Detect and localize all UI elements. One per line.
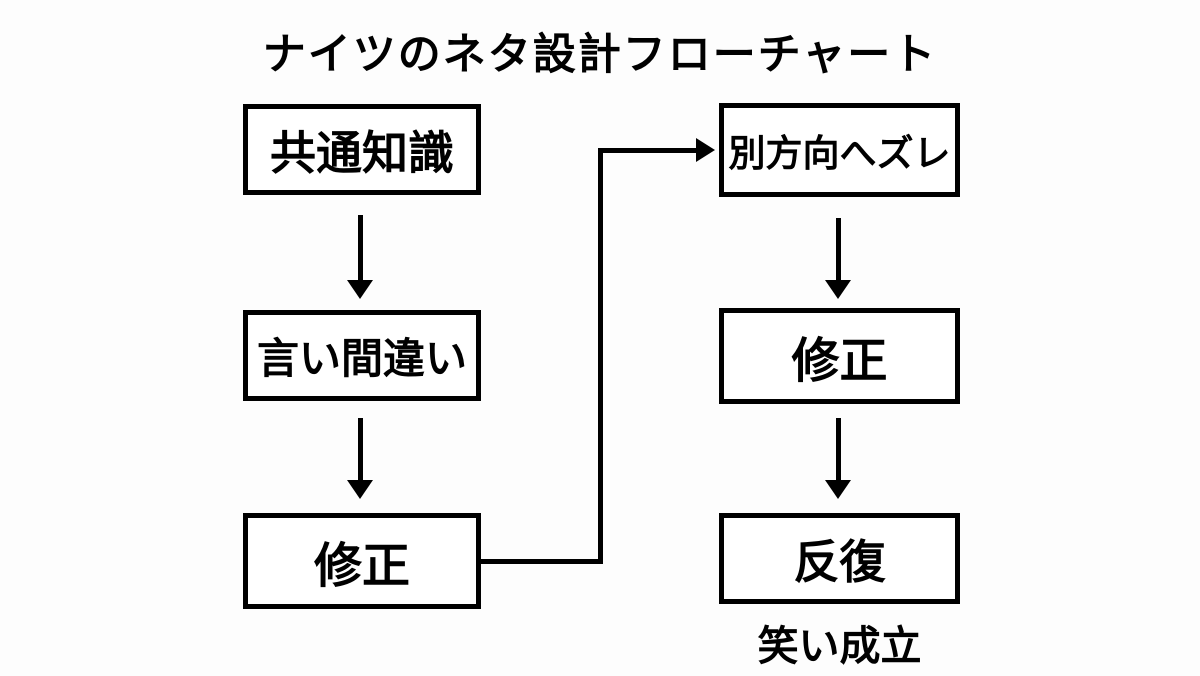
node-label-correction-right: 修正 (791, 335, 888, 388)
arrow-misstatement-to-correction-shaft (358, 418, 363, 482)
flow-node-shift-to-other-direction: 別方向へズレ (719, 103, 960, 197)
flow-node-misstatement: 言い間違い (243, 310, 481, 401)
arrow-shift-to-correction-shaft (836, 218, 841, 282)
flow-node-repetition: 反復 (719, 513, 960, 604)
arrow-correction-to-repetition-head-icon (825, 480, 851, 499)
elbow-connector-vertical-segment (598, 148, 603, 564)
arrow-correction-to-repetition-shaft (836, 418, 841, 482)
node-label-shift-to-other-direction: 別方向へズレ (728, 134, 951, 175)
flow-node-correction-left: 修正 (243, 513, 481, 609)
flow-node-common-knowledge: 共通知識 (243, 104, 481, 195)
elbow-connector-top-segment (598, 148, 698, 153)
flowchart-caption: 笑い成立 (757, 623, 922, 669)
elbow-connector-bottom-segment (476, 559, 603, 564)
node-label-common-knowledge: 共通知識 (270, 127, 454, 179)
arrow-misstatement-to-correction-head-icon (347, 480, 373, 499)
flowchart-title: ナイツのネタ設計フローチャート (262, 32, 938, 79)
arrow-common-knowledge-to-misstatement-head-icon (347, 280, 373, 299)
elbow-connector-head-icon (696, 138, 715, 162)
node-label-repetition: 反復 (793, 536, 886, 588)
flow-node-correction-right: 修正 (719, 308, 960, 404)
arrow-shift-to-correction-head-icon (825, 280, 851, 299)
node-label-misstatement: 言い間違い (256, 337, 467, 383)
arrow-common-knowledge-to-misstatement-shaft (358, 215, 363, 282)
node-label-correction-left: 修正 (313, 540, 410, 593)
